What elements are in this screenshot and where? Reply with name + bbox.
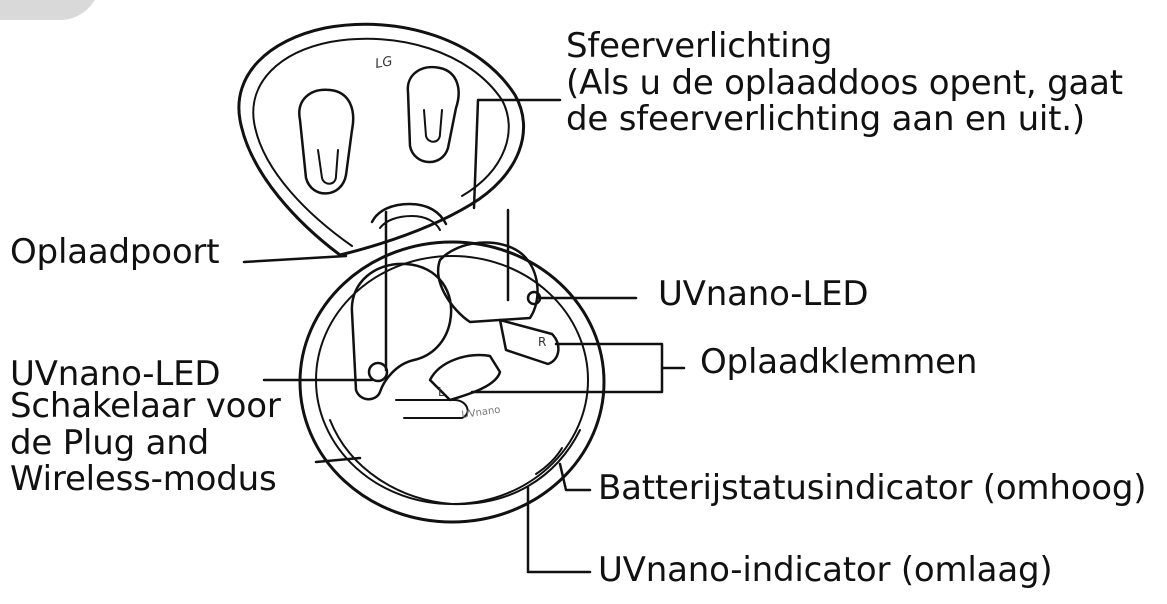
ambient-light-note-line-1: (Als u de oplaaddoos opent, gaat bbox=[566, 62, 1123, 103]
charging-terminals-label: Oplaadklemmen bbox=[700, 342, 978, 382]
uvnano-led-left-label: UVnano-LED bbox=[10, 354, 221, 394]
mode-switch-line-2: de Plug and bbox=[10, 422, 209, 463]
terminal-left-marker: L bbox=[438, 385, 445, 399]
terminal-right-marker: R bbox=[538, 335, 546, 349]
mode-switch-line-3: Wireless-modus bbox=[10, 459, 277, 500]
mode-switch-label: Schakelaar voor de Plug and Wireless-mod… bbox=[10, 388, 281, 498]
uvnano-led-right-label: UVnano-LED bbox=[658, 274, 869, 314]
case-base: R L UVnano bbox=[298, 240, 606, 524]
charging-port-label: Oplaadpoort bbox=[10, 232, 220, 272]
uvnano-indicator-label: UVnano-indicator (omlaag) bbox=[598, 550, 1053, 590]
corner-tab bbox=[0, 0, 100, 20]
case-lid: LG bbox=[237, 22, 526, 257]
ambient-light-label: Sfeerverlichting (Als u de oplaaddoos op… bbox=[566, 28, 1123, 138]
ambient-light-note-line-2: de sfeerverlichting aan en uit.) bbox=[566, 99, 1085, 140]
case-embossing: UVnano bbox=[461, 405, 501, 421]
ambient-light-title: Sfeerverlichting bbox=[566, 26, 833, 66]
lid-logo: LG bbox=[374, 54, 394, 72]
leader-lines bbox=[242, 98, 686, 574]
mode-switch-line-1: Schakelaar voor bbox=[10, 386, 281, 426]
battery-indicator-label: Batterijstatusindicator (omhoog) bbox=[598, 468, 1147, 508]
